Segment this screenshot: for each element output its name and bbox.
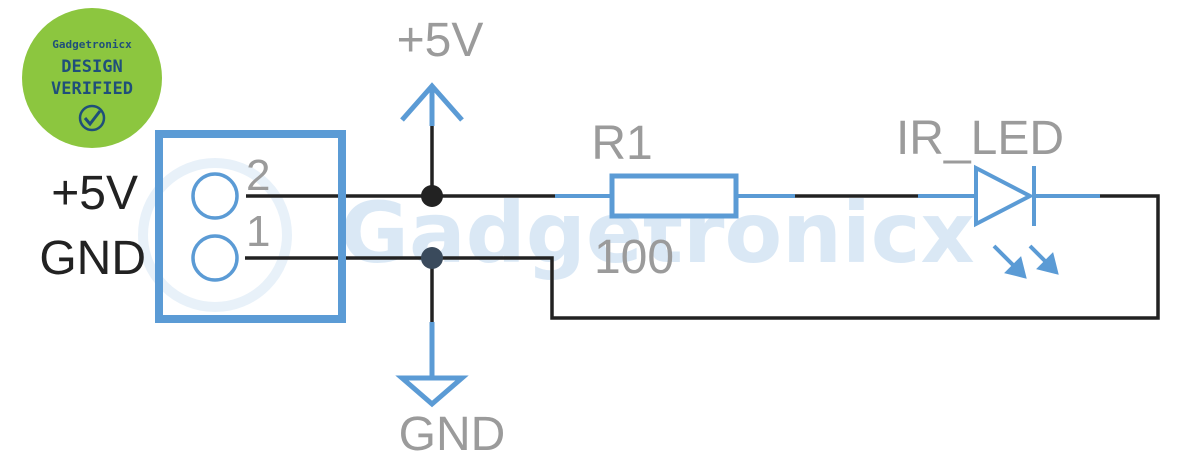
- pin1-number: 1: [246, 207, 270, 256]
- emission-arrows-icon: [992, 244, 1059, 279]
- resistor-body: [609, 173, 739, 219]
- badge-line2: VERIFIED: [51, 79, 133, 99]
- vcc-symbol: +5V: [397, 14, 484, 126]
- ir-led: IR_LED: [896, 112, 1100, 279]
- wires: [245, 126, 1160, 322]
- vcc-label: +5V: [397, 14, 484, 67]
- wire-return: [548, 194, 1160, 320]
- led-designator: IR_LED: [896, 112, 1064, 165]
- connector-label-gnd: GND: [39, 232, 146, 285]
- resistor-designator: R1: [591, 117, 652, 170]
- resistor-value: 100: [594, 231, 674, 284]
- design-verified-badge: Gadgetronicx DESIGN VERIFIED: [22, 8, 162, 148]
- junction-gnd: [421, 247, 443, 269]
- resistor-r1: R1 100: [555, 117, 795, 284]
- connector-pin1: [191, 234, 239, 282]
- badge-circle: [22, 8, 162, 148]
- connector-pin2: [191, 172, 239, 220]
- connector-label-vcc: +5V: [51, 167, 138, 220]
- checkmark-icon: [78, 104, 106, 132]
- connector-body: [155, 130, 346, 323]
- connector-symbol: 2 1: [155, 130, 346, 323]
- junction-vcc: [421, 185, 443, 207]
- led-triangle: [974, 164, 1035, 228]
- ground-symbol: GND: [395, 322, 506, 461]
- badge-brand: Gadgetronicx: [52, 38, 132, 51]
- badge-line1: DESIGN: [61, 57, 122, 77]
- pin2-number: 2: [246, 151, 270, 200]
- gnd-label: GND: [399, 408, 506, 461]
